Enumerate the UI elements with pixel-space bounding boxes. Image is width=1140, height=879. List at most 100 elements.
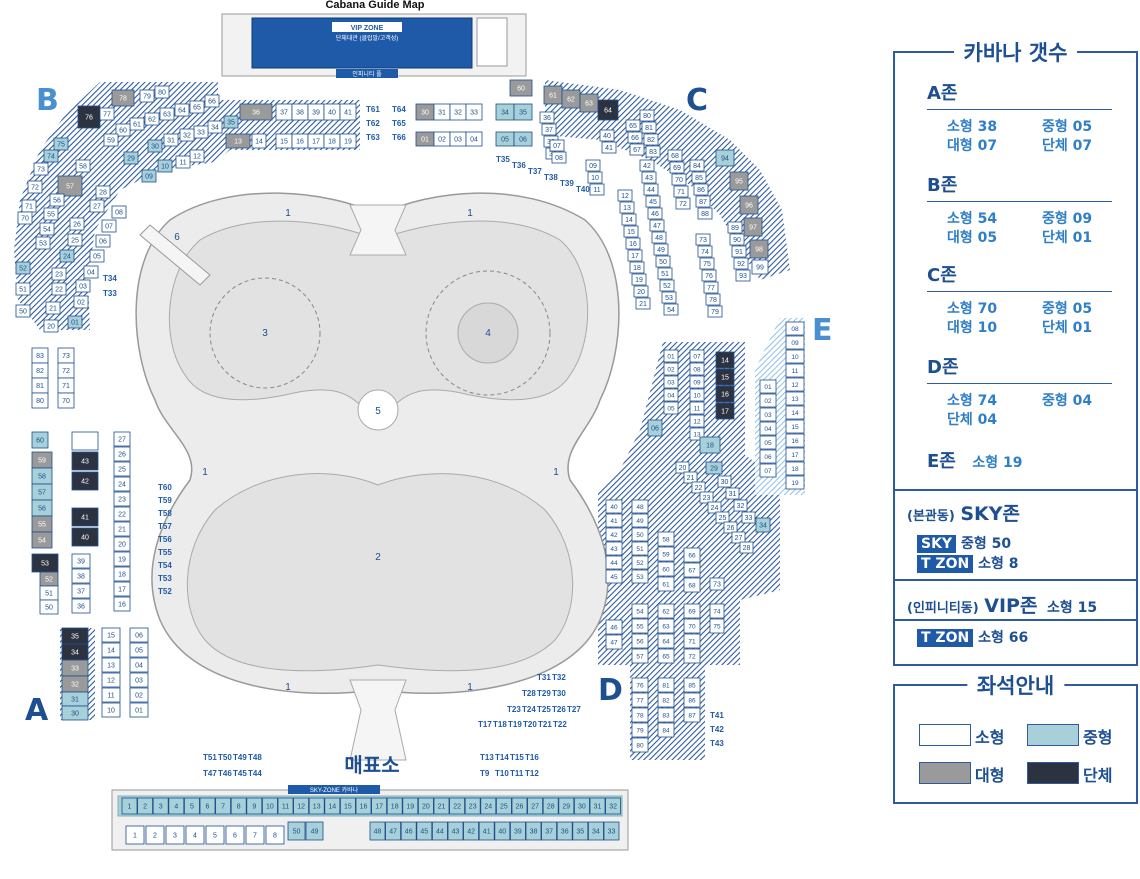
t-zone-label[interactable]: T23 xyxy=(507,705,521,714)
6.5[interactable]: 14 xyxy=(621,213,637,226)
cabana-seat[interactable]: 13 xyxy=(785,391,805,406)
t-zone-label[interactable]: T53 xyxy=(158,574,172,583)
8[interactable]: 37 xyxy=(541,821,557,841)
6.5[interactable]: 30 xyxy=(717,475,732,488)
cabana-seat[interactable]: 26 xyxy=(69,217,85,231)
cabana-seat[interactable]: 01 xyxy=(759,379,777,394)
cabana-seat[interactable]: 83 xyxy=(31,347,49,364)
cabana-seat[interactable]: 59 xyxy=(31,451,53,469)
cabana-seat[interactable]: 14 xyxy=(715,351,735,369)
6.5[interactable]: 78 xyxy=(705,293,721,306)
cabana-seat[interactable]: 29 xyxy=(123,151,139,165)
cabana-seat[interactable]: 66 xyxy=(683,547,701,563)
t-zone-label[interactable]: T30 xyxy=(552,689,566,698)
6.5[interactable]: 84 xyxy=(689,159,705,172)
cabana-seat[interactable]: 55 xyxy=(631,618,649,634)
6.5[interactable]: 74 xyxy=(697,245,713,258)
cabana-seat[interactable]: 77 xyxy=(99,107,115,121)
cabana-seat[interactable]: 99 xyxy=(751,259,769,275)
8[interactable]: 50 xyxy=(287,821,306,841)
cabana-seat[interactable]: 80 xyxy=(631,737,649,753)
cabana-seat[interactable]: 01 xyxy=(67,315,83,329)
t-zone-label[interactable]: T63 xyxy=(366,133,380,142)
6.5[interactable]: 42 xyxy=(639,159,655,172)
cabana-seat[interactable]: 38 xyxy=(291,103,309,121)
cabana-seat[interactable]: 53 xyxy=(35,236,51,250)
t-zone-label[interactable]: T37 xyxy=(528,167,542,176)
cabana-seat[interactable]: 73 xyxy=(33,162,49,176)
8[interactable]: 18 xyxy=(386,797,403,815)
8[interactable]: 4 xyxy=(168,797,185,815)
6.5[interactable]: 72 xyxy=(675,197,691,210)
cabana-seat[interactable]: 69 xyxy=(683,603,701,619)
6.5[interactable]: 33 xyxy=(741,511,756,524)
t-zone-label[interactable]: T50 xyxy=(218,753,232,762)
cabana-seat[interactable]: 74 xyxy=(709,603,725,619)
cabana-seat[interactable]: 56 xyxy=(49,193,65,207)
cabana-seat[interactable]: 35 xyxy=(513,103,533,121)
8[interactable]: 32 xyxy=(605,797,621,815)
t-zone-label[interactable]: T46 xyxy=(218,769,232,778)
t-zone-label[interactable]: T29 xyxy=(537,689,551,698)
cabana-seat[interactable]: 51 xyxy=(631,541,649,556)
cabana-seat[interactable]: 24 xyxy=(59,249,75,263)
cabana-seat[interactable]: 75 xyxy=(53,137,69,151)
cabana-seat[interactable]: 65 xyxy=(657,648,675,664)
6.5[interactable]: 13 xyxy=(619,201,635,214)
t-zone-label[interactable]: T14 xyxy=(495,753,509,762)
t-zone-label[interactable]: T52 xyxy=(158,587,172,596)
cabana-seat[interactable]: 17 xyxy=(715,402,735,420)
cabana-seat[interactable]: 97 xyxy=(743,217,763,237)
t-zone-label[interactable]: T15 xyxy=(510,753,524,762)
8[interactable]: 25 xyxy=(495,797,512,815)
8[interactable]: 3 xyxy=(152,797,169,815)
cabana-seat[interactable]: 02 xyxy=(663,362,679,376)
6.5[interactable]: 69 xyxy=(669,161,685,174)
cabana-seat[interactable]: 73 xyxy=(709,577,725,591)
cabana-seat[interactable]: 11 xyxy=(785,363,805,378)
cabana-seat[interactable]: 53 xyxy=(31,553,59,573)
cabana-seat[interactable]: 78 xyxy=(631,707,649,723)
cabana-seat[interactable]: 50 xyxy=(15,304,31,318)
6.5[interactable]: 43 xyxy=(641,171,657,184)
cabana-seat[interactable]: 79 xyxy=(139,89,155,103)
cabana-seat[interactable]: 28 xyxy=(95,185,111,199)
6.5[interactable]: 48 xyxy=(651,231,667,244)
cabana-seat[interactable]: 67 xyxy=(683,562,701,578)
cabana-seat[interactable]: 50 xyxy=(631,527,649,542)
6.5[interactable]: 41 xyxy=(601,141,617,154)
6.5[interactable]: 66 xyxy=(627,131,643,144)
6.5[interactable]: 36 xyxy=(539,111,555,124)
cabana-seat[interactable]: 51 xyxy=(39,585,59,601)
cabana-seat[interactable]: 39 xyxy=(71,553,91,569)
cabana-seat[interactable]: 56 xyxy=(31,499,53,517)
cabana-seat[interactable]: 18 xyxy=(699,436,721,454)
cabana-seat[interactable]: 35 xyxy=(61,627,89,645)
cabana-seat[interactable]: 63 xyxy=(579,93,599,113)
cabana-seat[interactable]: 14 xyxy=(785,405,805,420)
cabana-seat[interactable]: 06 xyxy=(647,419,663,437)
cabana-seat[interactable]: 54 xyxy=(39,222,55,236)
cabana-seat[interactable]: 64 xyxy=(174,103,190,117)
6.5[interactable]: 79 xyxy=(707,305,723,318)
t-zone-label[interactable]: T58 xyxy=(158,509,172,518)
8[interactable]: 49 xyxy=(305,821,324,841)
cabana-seat[interactable]: 10 xyxy=(689,388,705,402)
cabana-seat[interactable]: 33 xyxy=(61,659,89,677)
6.5[interactable]: 52 xyxy=(659,279,675,292)
cabana-seat[interactable]: 61 xyxy=(129,117,145,131)
6.5[interactable]: 45 xyxy=(645,195,661,208)
cabana-seat[interactable]: 23 xyxy=(113,491,131,507)
cabana-seat[interactable]: 42 xyxy=(605,527,623,542)
cabana-seat[interactable]: 46 xyxy=(605,619,623,635)
cabana-seat[interactable]: 04 xyxy=(129,657,149,673)
cabana-seat[interactable]: 09 xyxy=(689,375,705,389)
cabana-seat[interactable]: 60 xyxy=(509,79,533,97)
6.5[interactable]: 83 xyxy=(645,145,661,158)
cabana-seat[interactable]: 64 xyxy=(597,99,619,121)
cabana-seat[interactable]: 87 xyxy=(683,707,701,723)
6.5[interactable]: 85 xyxy=(691,171,707,184)
cabana-seat[interactable]: 02 xyxy=(433,131,451,147)
cabana-seat[interactable]: 06 xyxy=(95,234,111,248)
cabana-seat[interactable]: 68 xyxy=(683,577,701,593)
